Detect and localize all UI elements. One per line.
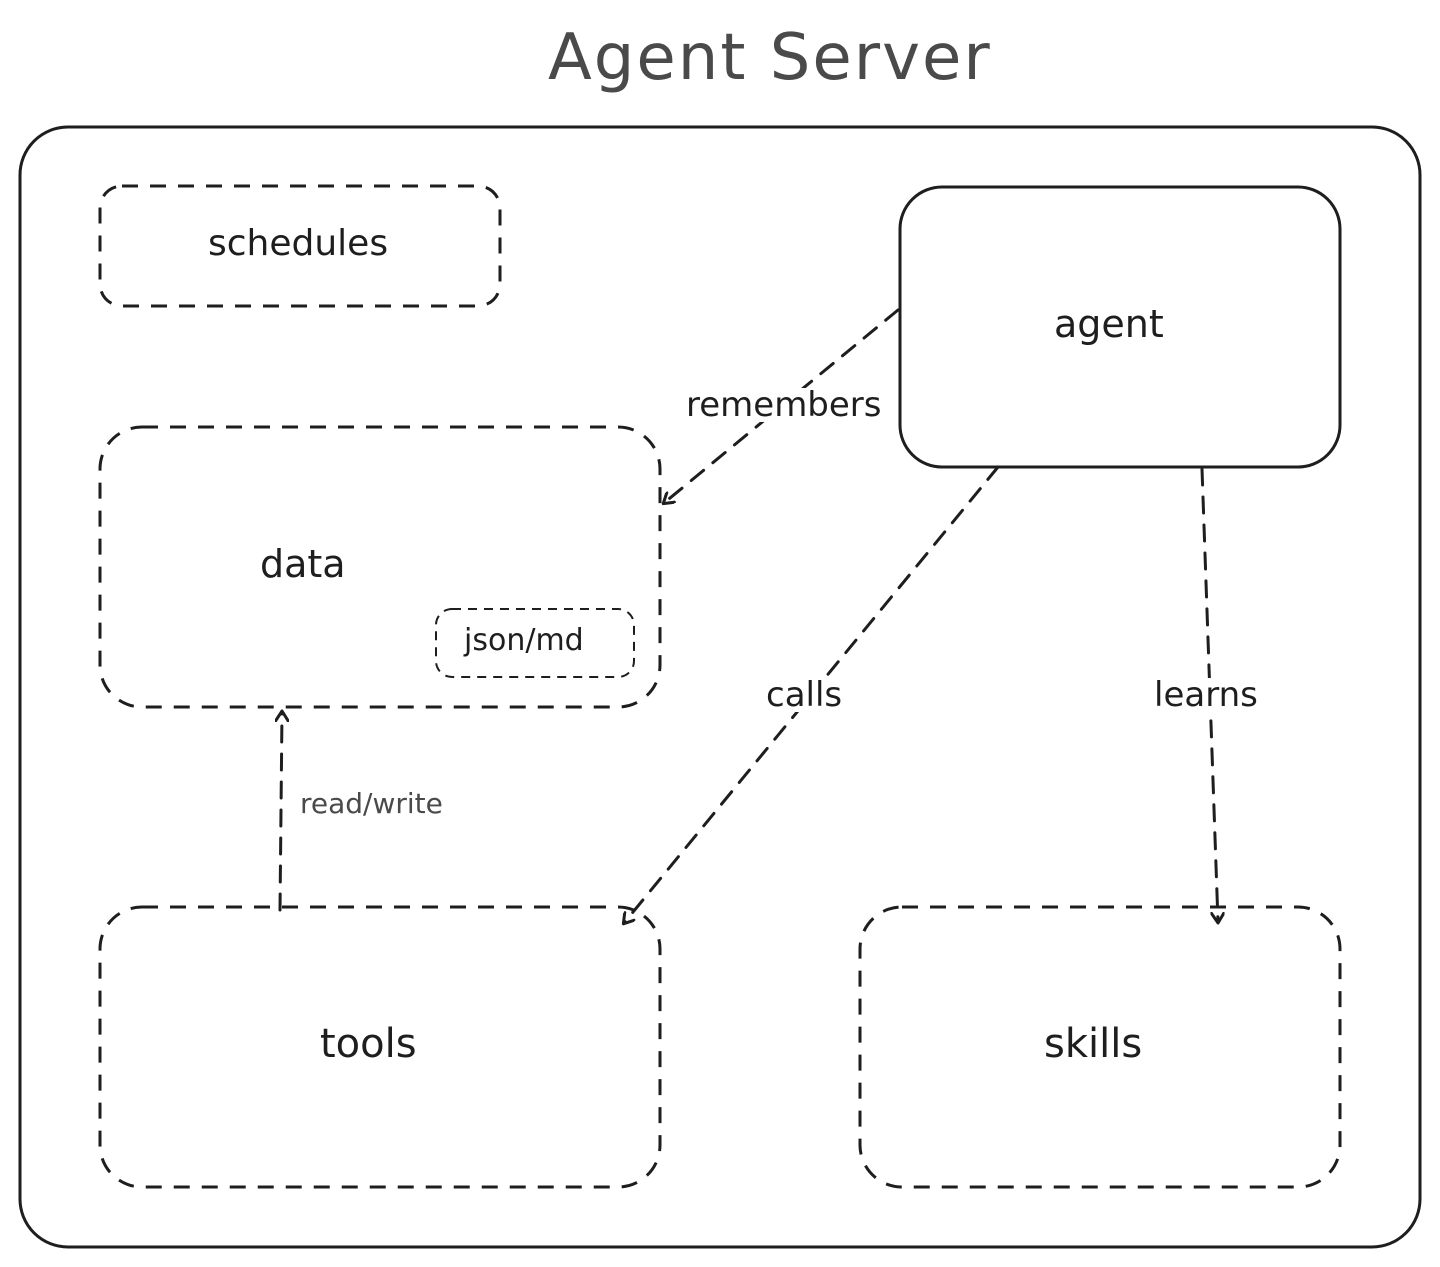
skills-label: skills	[1044, 1021, 1143, 1067]
schedules-box[interactable]	[98, 184, 502, 308]
json-md-box[interactable]	[435, 608, 635, 678]
tools-box[interactable]	[98, 905, 662, 1189]
page-title: Agent Server	[548, 21, 992, 95]
skills-box[interactable]	[858, 905, 1342, 1189]
remembers-label: remembers	[682, 388, 886, 422]
schedules-label: schedules	[208, 223, 389, 264]
read-write-label: read/write	[300, 787, 443, 820]
learns-label: learns	[1150, 678, 1262, 712]
read-write-arrow	[280, 712, 282, 912]
data-label: data	[260, 542, 346, 586]
data-box[interactable]	[98, 425, 662, 709]
calls-label: calls	[762, 678, 847, 712]
agent-box[interactable]	[898, 185, 1342, 469]
tools-label: tools	[320, 1021, 417, 1067]
json-md-label: json/md	[464, 623, 584, 658]
server-container	[18, 125, 1422, 1249]
agent-label: agent	[1054, 302, 1164, 346]
